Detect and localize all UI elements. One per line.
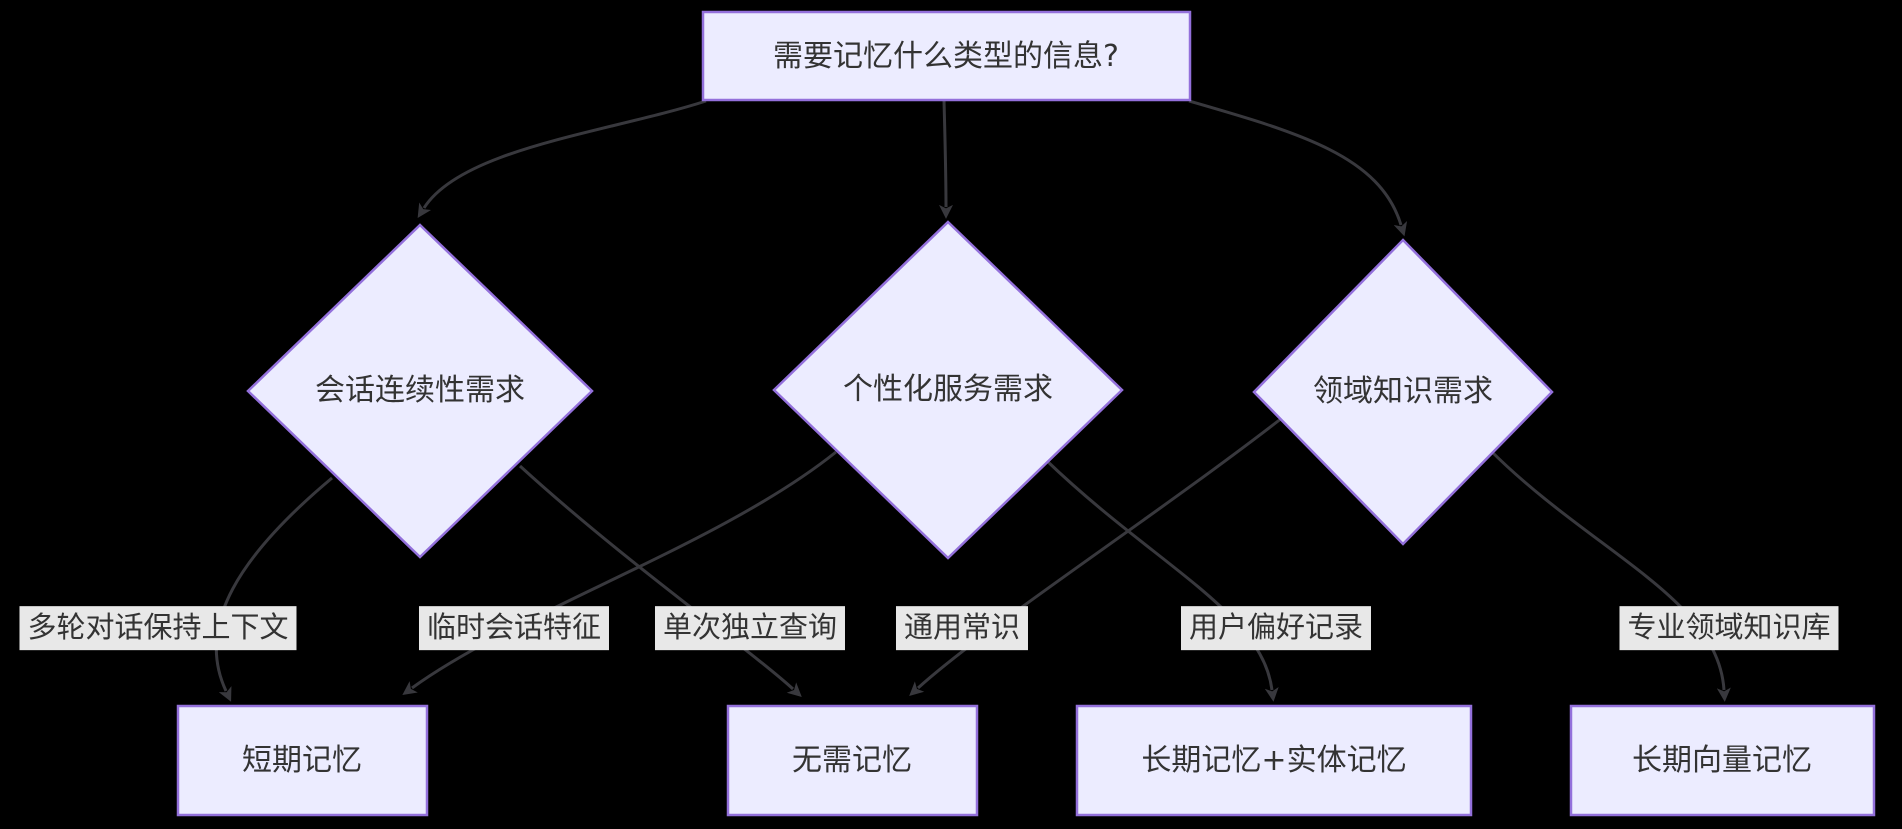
node-domain-label: 领域知识需求	[1313, 374, 1493, 409]
edge-session-to-short-term	[214, 476, 333, 702]
edge-label-personalization-long-term-entity: 用户偏好记录	[1180, 606, 1372, 650]
edge-question-to-session	[417, 99, 707, 219]
edge-question-to-domain	[1188, 99, 1408, 237]
edge-question-to-personalization	[938, 99, 953, 219]
node-short-term-rect	[176, 704, 429, 817]
node-personalization-label: 个性化服务需求	[843, 372, 1053, 407]
node-long-term-entity-label: 长期记忆+实体记忆	[1141, 743, 1407, 778]
edge-label-domain-no-memory: 通用常识	[895, 606, 1029, 650]
node-session-diamond	[246, 223, 594, 559]
node-question-label: 需要记忆什么类型的信息?	[773, 39, 1119, 74]
node-long-term-vector-rect	[1569, 704, 1876, 817]
edge-label-domain-long-term-vector: 专业领域知识库	[1619, 606, 1839, 650]
node-no-memory-label: 无需记忆	[792, 743, 912, 778]
node-question-rect	[701, 10, 1192, 102]
node-no-memory-rect	[726, 704, 979, 817]
node-long-term-vector-label: 长期向量记忆	[1632, 743, 1812, 778]
node-domain-diamond	[1252, 238, 1554, 546]
node-long-term-entity-rect	[1075, 704, 1473, 817]
edge-personalization-to-short-term	[402, 450, 837, 695]
node-personalization-diamond	[772, 220, 1124, 560]
edge-personalization-to-long-term-entity	[1044, 458, 1279, 702]
edge-label-session-no-memory: 单次独立查询	[654, 606, 846, 650]
edge-session-to-no-memory	[518, 464, 802, 698]
edge-label-session-short-term: 多轮对话保持上下文	[19, 606, 297, 650]
node-short-term-label: 短期记忆	[242, 743, 362, 778]
edge-label-personalization-short-term: 临时会话特征	[418, 606, 610, 650]
node-session-label: 会话连续性需求	[315, 373, 525, 408]
edge-domain-to-no-memory	[909, 416, 1283, 696]
edge-domain-to-long-term-vector	[1488, 448, 1731, 702]
